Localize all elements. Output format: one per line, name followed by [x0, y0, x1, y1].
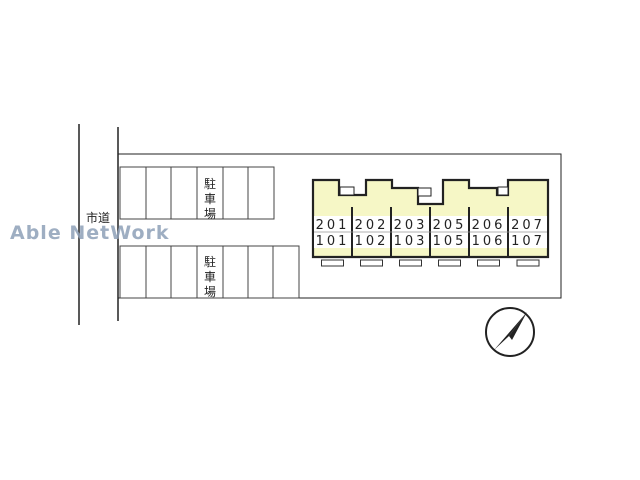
parking-label-bottom-text: 駐車場	[204, 254, 216, 299]
unit-label-lower: 107	[511, 234, 545, 249]
unit-label-lower: 106	[472, 234, 506, 249]
unit-label-lower: 102	[355, 234, 389, 249]
parking-label-top: 駐車場	[204, 176, 216, 221]
road-label: 市道	[86, 210, 110, 225]
unit-label-lower: 103	[394, 234, 428, 249]
unit-label-lower: 105	[433, 234, 467, 249]
unit-step	[399, 259, 422, 267]
unit-label-upper: 202	[355, 218, 389, 233]
watermark: Able NetWork	[10, 222, 170, 244]
unit-step	[360, 259, 383, 267]
unit-label-upper: 203	[394, 218, 428, 233]
parking-label-bottom: 駐車場	[204, 254, 216, 299]
unit-label-upper: 206	[472, 218, 506, 233]
unit-step	[516, 259, 540, 267]
unit-label-upper: 207	[511, 218, 545, 233]
parking-top	[119, 166, 275, 220]
unit-label-upper: 205	[433, 218, 467, 233]
road-label-text: 市道	[86, 210, 110, 225]
parking-bottom	[119, 245, 300, 299]
unit-step	[438, 259, 461, 267]
unit-step	[321, 259, 344, 267]
unit-steps	[321, 259, 540, 267]
building	[311, 178, 550, 259]
unit-label-upper: 201	[316, 218, 350, 233]
north-arrow-icon	[485, 307, 535, 357]
unit-step	[477, 259, 500, 267]
parking-label-top-text: 駐車場	[204, 176, 216, 221]
lot-outline	[117, 153, 562, 299]
unit-label-lower: 101	[316, 234, 350, 249]
